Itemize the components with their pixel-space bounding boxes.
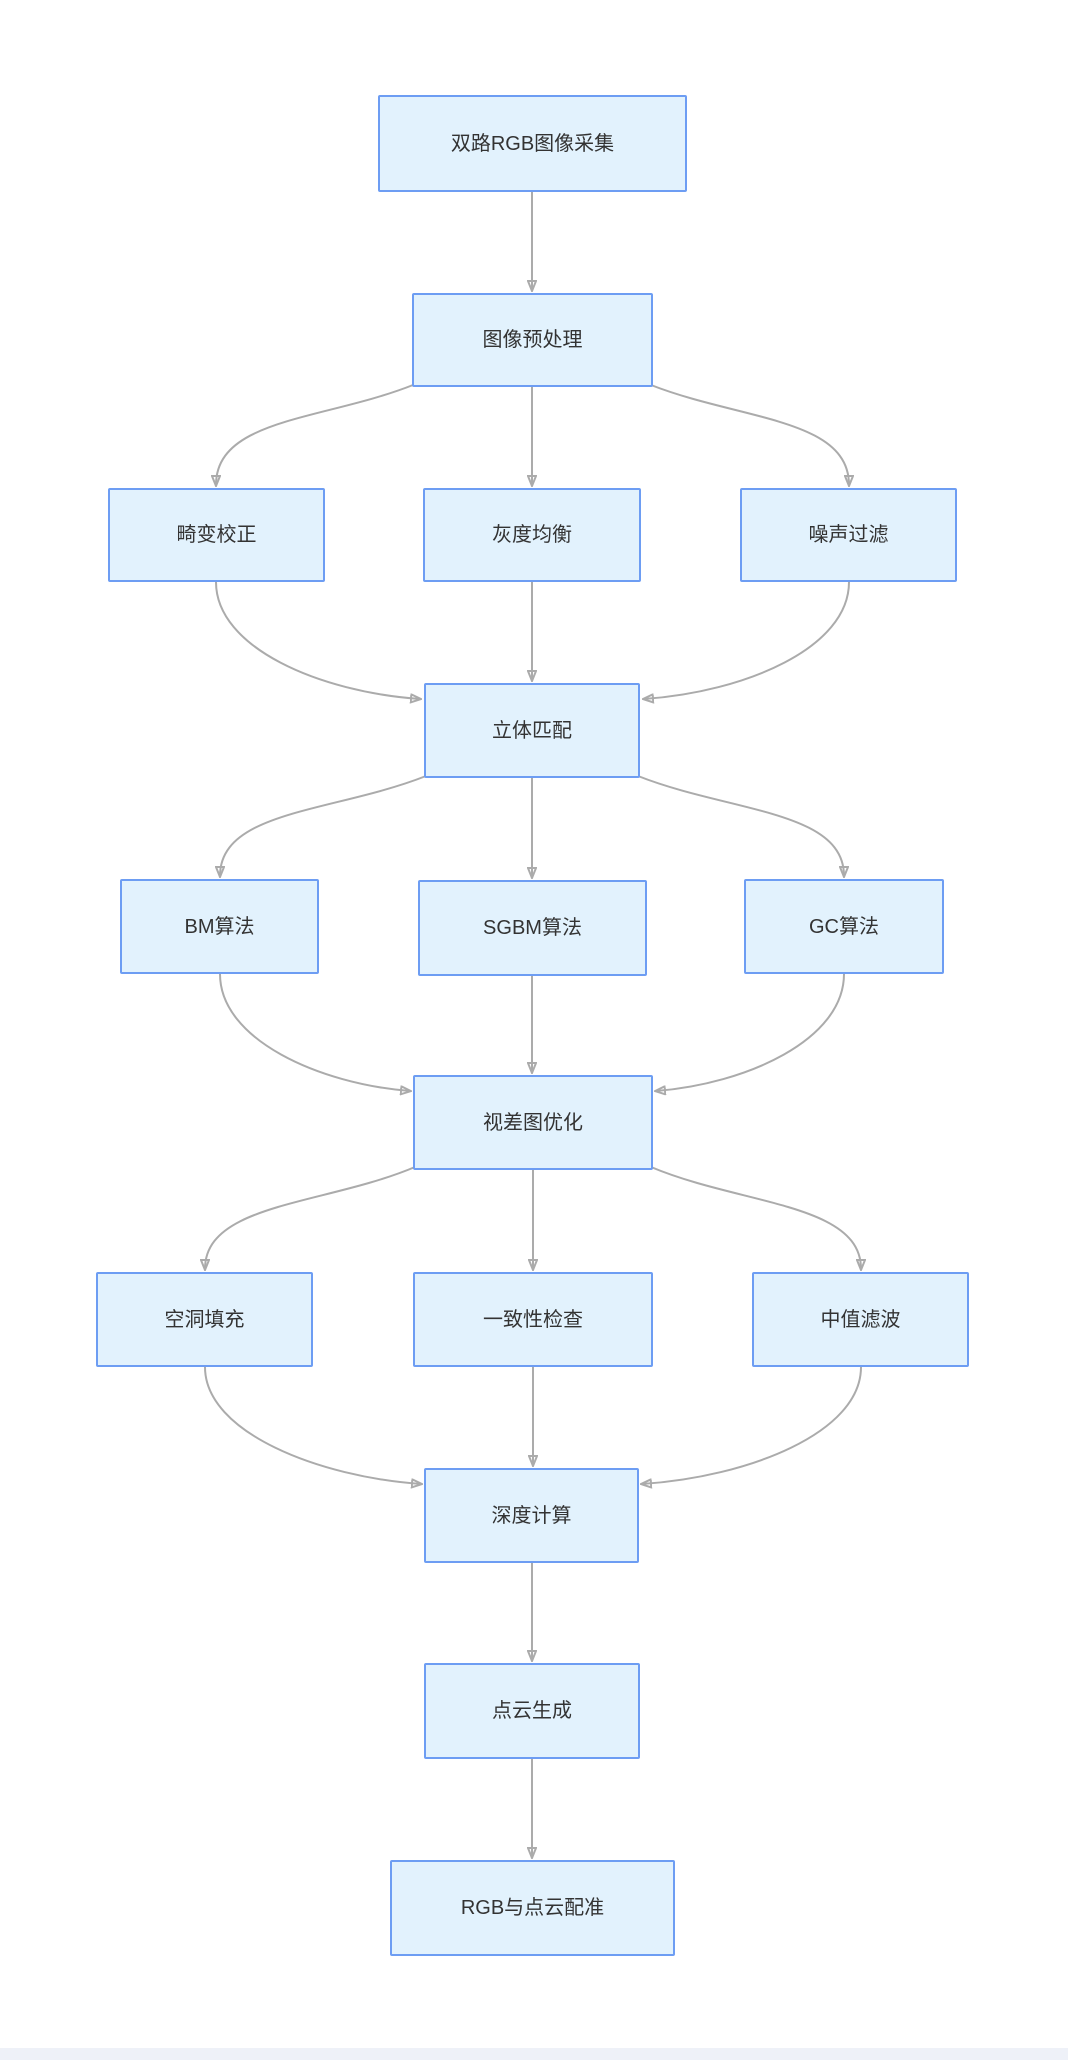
node-median-filter[interactable]: 中值滤波 xyxy=(752,1272,969,1367)
node-label: BM算法 xyxy=(184,915,255,938)
edge-hole-to-depth xyxy=(204,1366,421,1484)
node-label: 立体匹配 xyxy=(492,719,572,742)
node-hole-filling[interactable]: 空洞填充 xyxy=(96,1272,313,1367)
node-consistency-check[interactable]: 一致性检查 xyxy=(413,1272,653,1367)
edge-gc-to-disparity xyxy=(656,973,845,1091)
edge-preprocess-to-distortion xyxy=(216,384,414,485)
node-sgbm-algorithm[interactable]: SGBM算法 xyxy=(418,880,647,976)
edge-stereo-to-gc xyxy=(637,775,844,876)
node-label: 噪声过滤 xyxy=(808,524,889,546)
node-gray-equalization[interactable]: 灰度均衡 xyxy=(423,488,641,582)
edge-stereo-to-bm xyxy=(220,775,427,876)
edge-distortion-to-stereo xyxy=(215,581,420,699)
node-label: 点云生成 xyxy=(492,1700,572,1722)
node-rgb-pointcloud-registration[interactable]: RGB与点云配准 xyxy=(390,1860,675,1956)
node-noise-filter[interactable]: 噪声过滤 xyxy=(740,488,957,582)
node-label: 灰度均衡 xyxy=(492,524,572,546)
node-rgb-capture[interactable]: 双路RGB图像采集 xyxy=(378,95,687,192)
node-distortion-correction[interactable]: 畸变校正 xyxy=(108,488,325,582)
node-bm-algorithm[interactable]: BM算法 xyxy=(120,879,319,974)
node-depth-calculation[interactable]: 深度计算 xyxy=(424,1468,639,1563)
node-label: SGBM算法 xyxy=(483,917,582,939)
node-label: 图像预处理 xyxy=(482,329,583,351)
node-label: 视差图优化 xyxy=(483,1111,583,1134)
edge-median-to-depth xyxy=(642,1366,862,1484)
node-pointcloud-generation[interactable]: 点云生成 xyxy=(424,1663,640,1759)
node-label: 深度计算 xyxy=(491,1504,572,1527)
node-label: 一致性检查 xyxy=(483,1308,583,1331)
node-gc-algorithm[interactable]: GC算法 xyxy=(744,879,944,974)
node-disparity-optimization[interactable]: 视差图优化 xyxy=(413,1075,653,1170)
edge-noise-to-stereo xyxy=(644,581,850,699)
node-label: 双路RGB图像采集 xyxy=(450,132,615,155)
node-label: GC算法 xyxy=(809,915,879,938)
edge-bm-to-disparity xyxy=(219,973,410,1091)
node-label: 中值滤波 xyxy=(820,1308,901,1331)
node-stereo-matching[interactable]: 立体匹配 xyxy=(424,683,640,778)
edge-disparity-to-median xyxy=(650,1166,861,1269)
edge-preprocess-to-noise xyxy=(650,384,849,485)
node-label: 畸变校正 xyxy=(176,524,257,546)
node-preprocess[interactable]: 图像预处理 xyxy=(412,293,653,387)
edge-disparity-to-hole xyxy=(205,1166,416,1269)
footer-scrollbar-track xyxy=(0,2048,1068,2060)
node-label: RGB与点云配准 xyxy=(460,1897,605,1919)
node-label: 空洞填充 xyxy=(164,1308,245,1331)
